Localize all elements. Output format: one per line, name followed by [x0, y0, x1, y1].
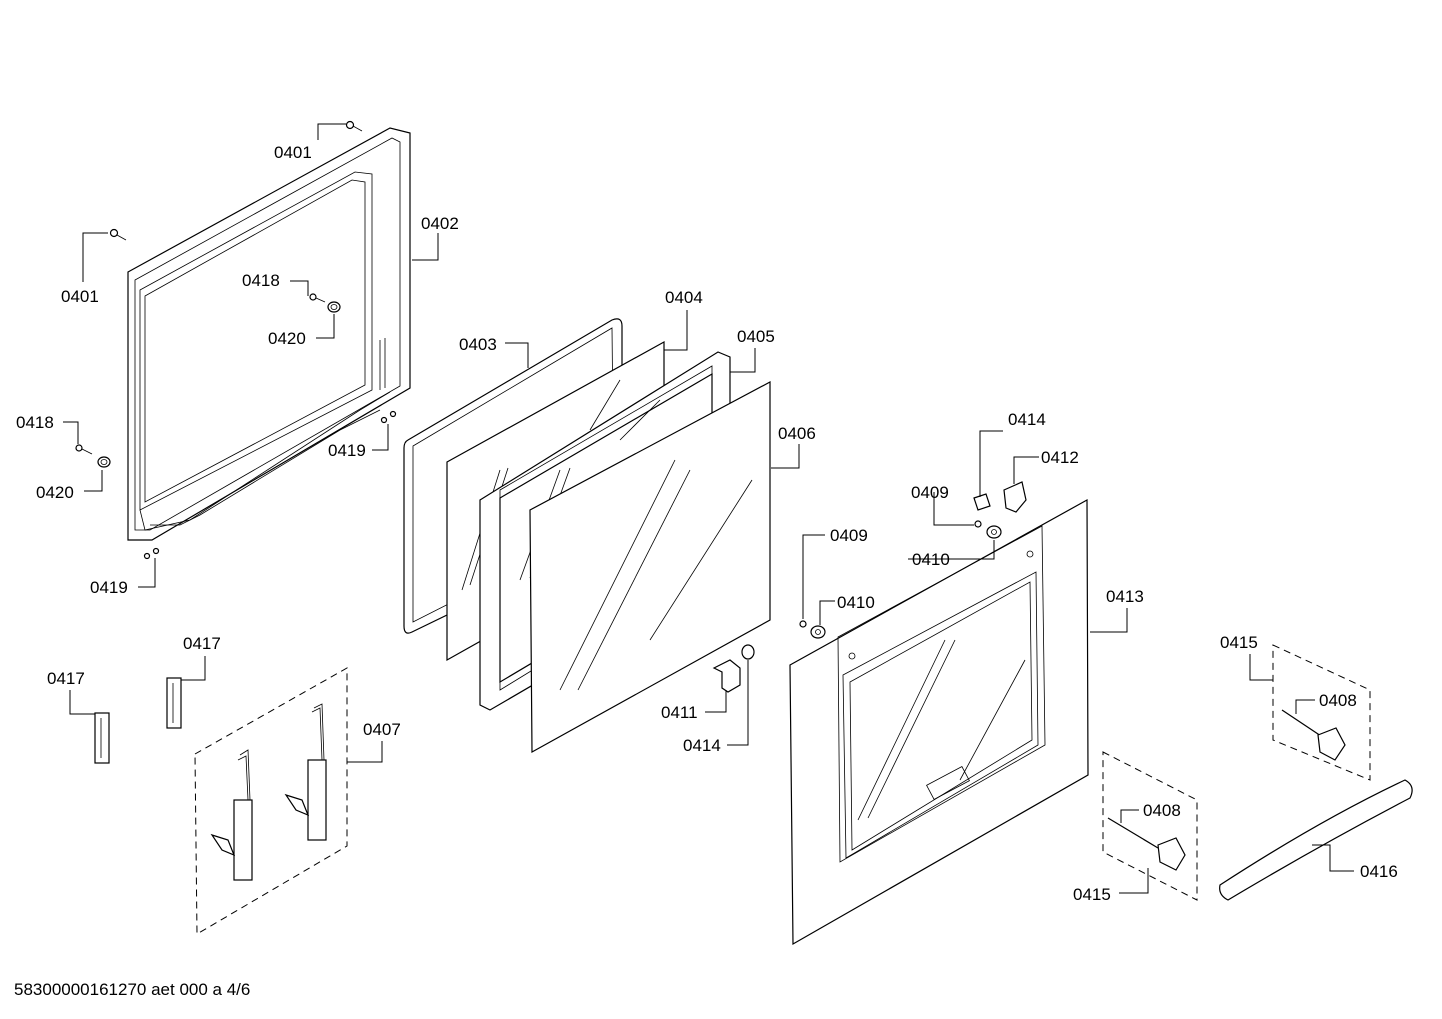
outer-door-0413 — [789, 498, 1089, 946]
callout-0408-lower: 0408 — [1143, 801, 1181, 820]
callout-0416: 0416 — [1360, 862, 1398, 881]
handle-fastener-set-0415-upper — [1272, 644, 1371, 781]
hinge-set-0407 — [194, 667, 348, 935]
screw-0401-top — [345, 120, 363, 132]
washer-0409-top — [974, 520, 982, 528]
callout-0409-mid: 0409 — [830, 526, 868, 545]
callout-0414-top: 0414 — [1008, 410, 1046, 429]
callout-0407: 0407 — [363, 720, 401, 739]
clip-0414-top — [973, 493, 991, 511]
callout-0401-top: 0401 — [274, 143, 312, 162]
callout-0419-left: 0419 — [90, 578, 128, 597]
callout-0405: 0405 — [737, 327, 775, 346]
callout-0410-mid: 0410 — [837, 593, 875, 612]
inner-door-frame — [127, 127, 411, 541]
callout-0406: 0406 — [778, 424, 816, 443]
handle-fastener-set-0415-lower — [1102, 751, 1198, 901]
callout-0417-right: 0417 — [183, 634, 221, 653]
callout-0411: 0411 — [661, 703, 698, 722]
washer-0420-lower — [97, 456, 111, 468]
hinge-left — [210, 749, 253, 881]
callout-0415-upper: 0415 — [1220, 633, 1258, 652]
callout-0404: 0404 — [665, 288, 703, 307]
callout-0419-right: 0419 — [328, 441, 366, 460]
spacer-0410-top — [986, 525, 1002, 539]
clip-0414-lower — [741, 644, 755, 660]
callout-0401-left: 0401 — [61, 287, 99, 306]
leader-lines — [63, 123, 1354, 894]
hinge-block-0417-right — [166, 677, 182, 729]
callout-0417-left: 0417 — [47, 669, 85, 688]
callout-0402: 0402 — [421, 214, 459, 233]
callout-0420-lower: 0420 — [36, 483, 74, 502]
callout-0412: 0412 — [1041, 448, 1079, 467]
callout-0414-lower: 0414 — [683, 736, 721, 755]
bracket-0411 — [712, 659, 741, 693]
screws-0419-right — [380, 410, 397, 424]
drawing-reference-footer: 58300000161270 aet 000 a 4/6 — [14, 980, 251, 999]
hinge-block-0417-left — [94, 712, 110, 764]
callout-0415-lower: 0415 — [1073, 885, 1111, 904]
spacer-0410-mid — [810, 625, 826, 639]
screw-0418-lower — [75, 444, 93, 455]
callout-0403: 0403 — [459, 335, 497, 354]
bracket-0412 — [1003, 481, 1027, 513]
washer-0409-mid — [799, 620, 807, 628]
callout-labels: 0401 0402 0401 0418 0420 0418 0420 0419 … — [16, 143, 1398, 904]
screw-0401-left — [109, 228, 127, 241]
door-handle-0416 — [1219, 779, 1413, 901]
callout-0413: 0413 — [1106, 587, 1144, 606]
callout-0410-top: 0410 — [912, 550, 950, 569]
callout-0418-lower: 0418 — [16, 413, 54, 432]
washer-0420-upper — [327, 301, 341, 313]
callout-0420-upper: 0420 — [268, 329, 306, 348]
screws-0419-left — [143, 547, 160, 560]
glass-pane-0406 — [529, 381, 771, 754]
callout-0409-top: 0409 — [911, 483, 949, 502]
screw-0418-upper — [309, 293, 326, 303]
callout-0408-upper: 0408 — [1319, 691, 1357, 710]
callout-0418-upper: 0418 — [242, 271, 280, 290]
hinge-right — [284, 703, 327, 841]
